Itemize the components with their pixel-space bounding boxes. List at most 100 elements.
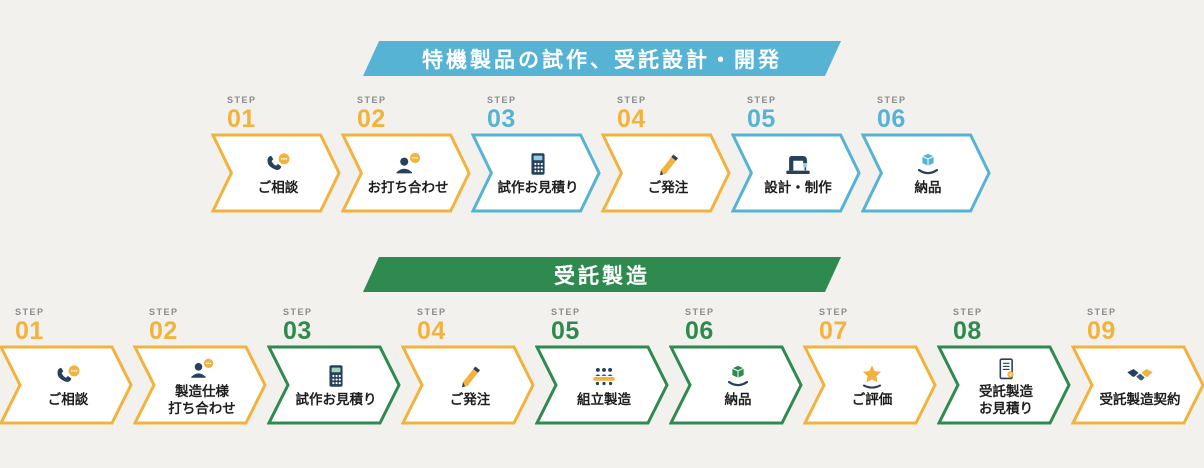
consultation-phone-icon bbox=[263, 149, 293, 177]
order-pen-icon bbox=[653, 149, 683, 177]
contract-handshake-icon bbox=[1125, 361, 1155, 389]
step-number: 04 bbox=[617, 105, 646, 133]
step-word: STEP bbox=[227, 95, 257, 105]
flow1-banner: 特機製品の試作、受託設計・開発 bbox=[363, 41, 841, 76]
chevron-shape bbox=[1071, 345, 1204, 425]
step-number: 02 bbox=[357, 105, 386, 133]
step-label: ご評価 bbox=[852, 392, 893, 408]
step-number: 04 bbox=[417, 317, 446, 345]
step-cell: STEP 08 受託製造 お見積り bbox=[937, 308, 1071, 425]
step-cell: STEP 03 試作お見積り bbox=[267, 308, 401, 425]
step-label: ご相談 bbox=[258, 180, 299, 196]
step-marker: STEP 04 bbox=[417, 308, 447, 344]
step-label: ご相談 bbox=[48, 392, 89, 408]
step-cell: STEP 02 お打ち合わせ bbox=[341, 96, 471, 213]
step-label: 製造仕様 打ち合わせ bbox=[168, 384, 236, 416]
step-number: 05 bbox=[747, 105, 776, 133]
assembly-conveyor-icon bbox=[589, 361, 619, 389]
step-label: 組立製造 bbox=[577, 392, 631, 408]
flow1-steps-row: STEP 01 ご相談 STEP 02 bbox=[211, 96, 991, 213]
step-label-line: ご発注 bbox=[449, 392, 491, 408]
step-label-line: 試作お見積り bbox=[295, 392, 377, 408]
step-marker: STEP 03 bbox=[487, 96, 517, 132]
step-cell: STEP 05 組立製造 bbox=[535, 308, 669, 425]
step-content: 製造仕様 打ち合わせ bbox=[133, 345, 267, 425]
step-label: 納品 bbox=[915, 180, 942, 196]
design-machine-icon bbox=[783, 149, 813, 177]
step-content: 試作お見積り bbox=[267, 345, 401, 425]
step-number: 09 bbox=[1087, 317, 1116, 345]
step-number: 03 bbox=[487, 105, 516, 133]
step-number: 07 bbox=[819, 317, 848, 345]
step-content: ご評価 bbox=[803, 345, 937, 425]
step-number: 01 bbox=[227, 105, 256, 133]
step-label-line: 受託製造契約 bbox=[1099, 392, 1181, 408]
step-number: 06 bbox=[877, 105, 906, 133]
step-word: STEP bbox=[685, 307, 715, 317]
step-label-line: ご相談 bbox=[47, 392, 89, 408]
step-label-line: ご評価 bbox=[851, 392, 893, 408]
step-label-line: 試作お見積り bbox=[497, 180, 579, 196]
step-label: 試作お見積り bbox=[296, 392, 377, 408]
step-content: ご発注 bbox=[601, 133, 731, 213]
step-word: STEP bbox=[15, 307, 45, 317]
step-number: 03 bbox=[283, 317, 312, 345]
chevron-shape bbox=[0, 345, 133, 425]
step-label-line: 組立製造 bbox=[577, 392, 631, 408]
step-cell: STEP 02 製造仕様 打ち合わせ bbox=[133, 308, 267, 425]
step-cell: STEP 04 ご発注 bbox=[401, 308, 535, 425]
step-label-line: 納品 bbox=[724, 392, 752, 408]
step-marker: STEP 02 bbox=[357, 96, 387, 132]
step-cell: STEP 01 ご相談 bbox=[211, 96, 341, 213]
step-label: 試作お見積り bbox=[498, 180, 579, 196]
step-word: STEP bbox=[953, 307, 983, 317]
step-label: ご発注 bbox=[450, 392, 491, 408]
step-number: 06 bbox=[685, 317, 714, 345]
flow2-banner: 受託製造 bbox=[363, 257, 841, 292]
step-number: 02 bbox=[149, 317, 178, 345]
step-marker: STEP 05 bbox=[747, 96, 777, 132]
step-marker: STEP 05 bbox=[551, 308, 581, 344]
step-cell: STEP 01 ご相談 bbox=[0, 308, 133, 425]
step-content: 設計・制作 bbox=[731, 133, 861, 213]
step-cell: STEP 07 ご評価 bbox=[803, 308, 937, 425]
step-cell: STEP 06 納品 bbox=[669, 308, 803, 425]
step-content: 試作お見積り bbox=[471, 133, 601, 213]
step-word: STEP bbox=[551, 307, 581, 317]
step-label: お打ち合わせ bbox=[368, 180, 449, 196]
calculator-icon bbox=[321, 361, 351, 389]
step-word: STEP bbox=[747, 95, 777, 105]
step-marker: STEP 07 bbox=[819, 308, 849, 344]
meeting-person-icon bbox=[188, 353, 216, 381]
step-marker: STEP 01 bbox=[227, 96, 257, 132]
step-number: 08 bbox=[953, 317, 982, 345]
step-label-line: 受託製造 bbox=[979, 384, 1033, 400]
step-marker: STEP 06 bbox=[877, 96, 907, 132]
quote-document-icon bbox=[992, 353, 1020, 381]
step-label-line: 製造仕様 bbox=[175, 384, 229, 400]
chevron-shape bbox=[937, 345, 1071, 425]
calculator-icon bbox=[523, 149, 553, 177]
step-marker: STEP 04 bbox=[617, 96, 647, 132]
step-label-line: 納品 bbox=[914, 180, 942, 196]
step-word: STEP bbox=[1087, 307, 1117, 317]
step-label-line: お見積り bbox=[979, 400, 1033, 416]
step-marker: STEP 02 bbox=[149, 308, 179, 344]
step-cell: STEP 09 受託製造契約 bbox=[1071, 308, 1204, 425]
step-content: 納品 bbox=[861, 133, 991, 213]
flow2-steps-row: STEP 01 ご相談 STEP 02 bbox=[0, 308, 1204, 425]
step-content: 受託製造契約 bbox=[1071, 345, 1204, 425]
chevron-shape bbox=[133, 345, 267, 425]
step-label: ご発注 bbox=[648, 180, 689, 196]
step-label-line: 設計・制作 bbox=[764, 180, 832, 196]
step-marker: STEP 08 bbox=[953, 308, 983, 344]
step-label: 納品 bbox=[725, 392, 752, 408]
step-content: 組立製造 bbox=[535, 345, 669, 425]
step-content: お打ち合わせ bbox=[341, 133, 471, 213]
chevron-shape bbox=[535, 345, 669, 425]
step-label: 設計・制作 bbox=[764, 180, 832, 196]
consultation-phone-icon bbox=[53, 361, 83, 389]
step-marker: STEP 03 bbox=[283, 308, 313, 344]
step-cell: STEP 05 設計・制作 bbox=[731, 96, 861, 213]
